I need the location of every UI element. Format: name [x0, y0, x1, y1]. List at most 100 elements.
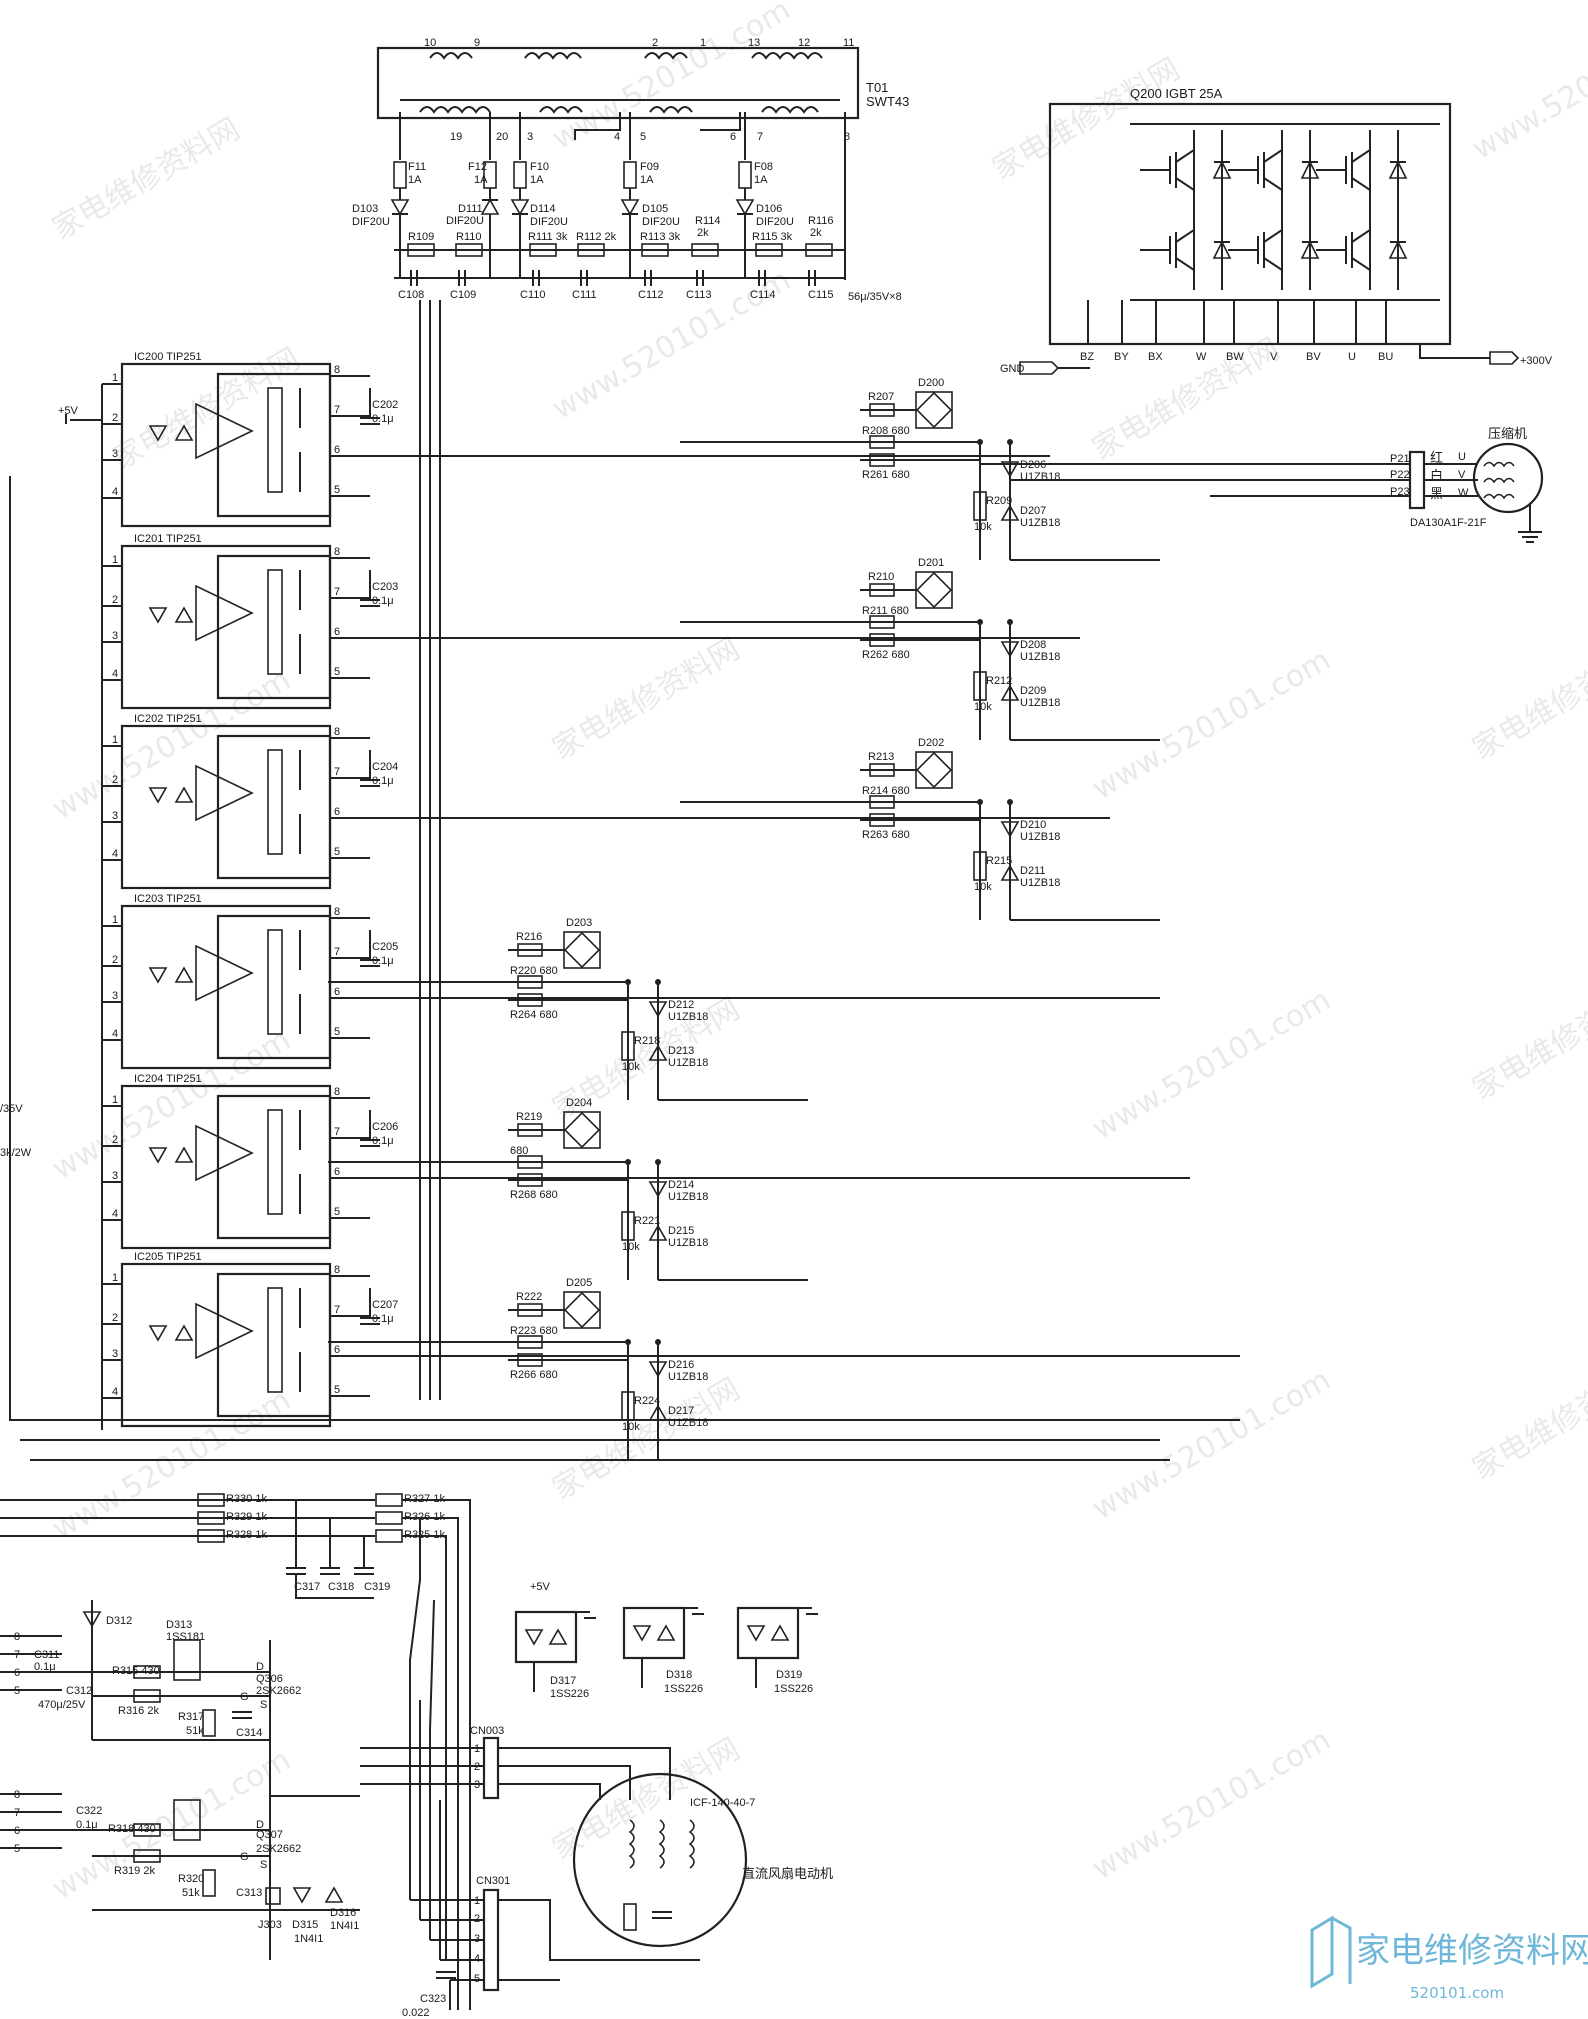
driver-pin-left-label-3-2: 3 — [112, 990, 118, 1002]
gate-bridge-5 — [563, 1291, 601, 1329]
gate-r-pd-3 — [621, 1031, 635, 1061]
driver-pin-left-label-4-2: 3 — [112, 1170, 118, 1182]
gate-junction-a-3 — [625, 979, 631, 985]
fan-d315: D315 — [292, 1919, 318, 1931]
driver-pin-right-label-4-3: 5 — [334, 1206, 340, 1218]
supply-c-3: C111 — [572, 289, 597, 301]
driver-ic-inner-5 — [216, 1272, 332, 1418]
gate-r-bot-ref-5: R266 680 — [510, 1369, 558, 1381]
supply-c-4: C112 — [638, 289, 663, 301]
fan-plus5: +5V — [530, 1581, 551, 1593]
igbt-gnd: GND — [1000, 363, 1025, 375]
fan1-pin-1: 7 — [14, 1649, 20, 1661]
comp-pin-0: P21 — [1390, 453, 1410, 465]
driver-pin-left-label-0-3: 4 — [112, 486, 118, 498]
cap-note: 56μ/35V×8 — [848, 291, 902, 303]
gate-r-pd-ref-2: R215 — [986, 855, 1012, 867]
driver-ic-ref-3: IC203 TIP251 — [134, 893, 202, 905]
t01-pin-bot-3: 4 — [614, 131, 620, 143]
gate-z1-model-4: U1ZB18 — [668, 1191, 708, 1203]
fan-r315: R315 430 — [112, 1665, 160, 1677]
gate-bridge-diamond-5 — [563, 1291, 601, 1329]
fan-r320: R320 — [178, 1873, 204, 1885]
fan-d316: D316 — [330, 1907, 356, 1919]
fuse-4-val: 1A — [754, 174, 768, 186]
diode-2-model: DIF20U — [530, 216, 568, 228]
driver-pin-right-label-2-2: 6 — [334, 806, 340, 818]
driver-pin-right-label-0-3: 5 — [334, 484, 340, 496]
gate-r-mid-0 — [869, 435, 895, 449]
t01-model: SWT43 — [866, 94, 909, 109]
watermark-17: www.520101.com — [1087, 1362, 1337, 1527]
gate-r-mid-3 — [517, 975, 543, 989]
fan-gds-4: G — [240, 1851, 249, 1863]
fuse-3-ref: F09 — [640, 161, 659, 173]
driver-ic-body-1 — [120, 544, 332, 710]
fan1-pin-0: 8 — [14, 1631, 20, 1643]
driver-opamp-0 — [195, 402, 254, 460]
driver-pin-left-label-3-3: 4 — [112, 1028, 118, 1040]
t01-pin-top-1: 9 — [474, 37, 480, 49]
opto-1-model: 1SS226 — [664, 1683, 703, 1695]
gate-z2-ref-4: D215 — [668, 1225, 694, 1237]
fan1-pin-3: 5 — [14, 1685, 20, 1697]
gate-r-pd-val-2: 10k — [974, 881, 992, 893]
gate-z1-5 — [648, 1361, 668, 1378]
driver-photodiode-5 — [174, 1324, 194, 1341]
driver-pin-right-label-4-1: 7 — [334, 1126, 340, 1138]
fan-gds-1: G — [240, 1691, 249, 1703]
comp-phase-1: V — [1458, 469, 1466, 481]
driver-pin-left-label-5-1: 2 — [112, 1312, 118, 1324]
driver-cap-ref-3: C205 — [372, 941, 398, 953]
gate-z2-ref-1: D209 — [1020, 685, 1046, 697]
driver-pin-left-label-5-2: 3 — [112, 1348, 118, 1360]
gate-r-pd-val-4: 10k — [622, 1241, 640, 1253]
comp-color-0: 红 — [1430, 450, 1443, 465]
t01-pin-bot-0: 19 — [450, 131, 462, 143]
driver-pin-right-label-5-3: 5 — [334, 1384, 340, 1396]
driver-pin-right-label-2-3: 5 — [334, 846, 340, 858]
driver-photodiode-1 — [174, 606, 194, 623]
fan-q307: Q307 — [256, 1829, 283, 1841]
diode-0-ref: D103 — [352, 203, 378, 215]
driver-pin-right-label-1-1: 7 — [334, 586, 340, 598]
driver-pin-left-label-0-0: 1 — [112, 372, 118, 384]
gate-r-top-ref-3: R216 — [516, 931, 542, 943]
fuse-2-val: 1A — [530, 174, 544, 186]
supply-c-0: C108 — [398, 289, 424, 301]
brand-cn: 家电维修资料网 — [1356, 1931, 1588, 1971]
diode-4-model: DIF20U — [756, 216, 794, 228]
driver-pin-left-label-2-3: 4 — [112, 848, 118, 860]
gate-r-top-ref-1: R210 — [868, 571, 894, 583]
driver-pin-left-label-1-0: 1 — [112, 554, 118, 566]
compressor-connector: DA130A1F-21F — [1410, 517, 1487, 529]
fan-c311v: 0.1μ — [34, 1661, 56, 1673]
return-bus-1 — [9, 476, 1240, 1421]
gate-r-mid-ref-4: 680 — [510, 1145, 528, 1157]
gate-z2-model-2: U1ZB18 — [1020, 877, 1060, 889]
sense-c-2: C319 — [364, 1581, 390, 1593]
gate-r-mid-ref-1: R211 680 — [862, 605, 909, 617]
gate-z1-model-2: U1ZB18 — [1020, 831, 1060, 843]
opto-photo-0 — [548, 1628, 568, 1645]
fan-gds-3: D — [256, 1819, 264, 1831]
gate-z1-3 — [648, 1001, 668, 1018]
fuse-1-ref: F12 — [468, 161, 487, 173]
watermark-10: 家电维修资料网 — [1467, 632, 1588, 767]
gate-junction-b-0 — [1007, 439, 1013, 445]
gate-r-bot-ref-0: R261 680 — [862, 469, 910, 481]
driver-pin-left-label-5-0: 1 — [112, 1272, 118, 1284]
gate-r-top-2 — [869, 763, 895, 777]
gate-junction-a-5 — [625, 1339, 631, 1345]
sense-r-2: R328 1k — [226, 1529, 267, 1541]
diode-2-ref: D114 — [530, 203, 555, 215]
opto-body-1 — [622, 1606, 686, 1660]
fan-d313: D313 — [166, 1619, 192, 1631]
driver-pin-left-label-2-2: 3 — [112, 810, 118, 822]
igbt-emitter-0-0 — [1175, 177, 1195, 210]
driver-ic-ref-2: IC202 TIP251 — [134, 713, 202, 725]
watermark-8: 家电维修资料网 — [547, 632, 746, 767]
gate-bridge-1 — [915, 571, 953, 609]
